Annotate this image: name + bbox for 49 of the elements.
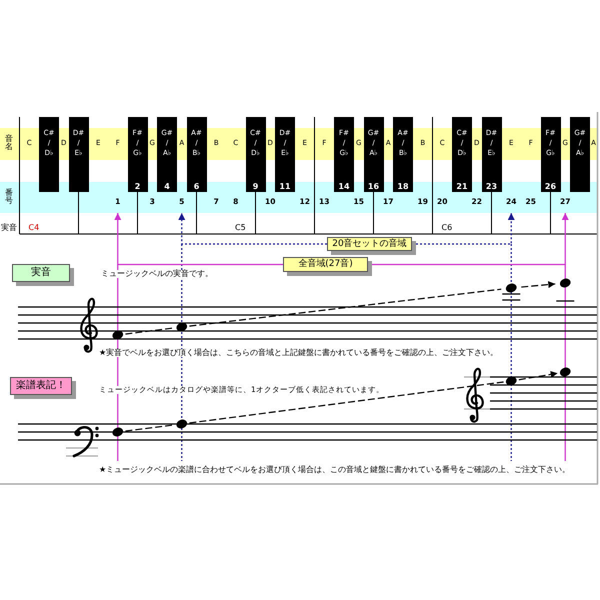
piano-key: [364, 117, 384, 192]
key-number: 4: [164, 183, 170, 191]
octave-label: C6: [442, 224, 452, 232]
connector-arrow: [518, 370, 558, 380]
piano-key: [68, 117, 88, 192]
key-number: 21: [456, 183, 468, 191]
piano-key: [570, 117, 590, 192]
range-label: 全音域(27音): [283, 257, 372, 276]
note-icon: [176, 322, 188, 332]
piano-key: [128, 117, 148, 192]
key-number: 14: [338, 183, 350, 191]
row-header: 音名: [5, 135, 13, 152]
connector-arrow: [521, 281, 556, 288]
key-number: 18: [397, 183, 409, 191]
connector-arrow: [114, 213, 283, 266]
piano-key: [393, 117, 413, 192]
piano-key: [186, 117, 206, 192]
key-number: 16: [368, 183, 380, 191]
piano-key: [246, 117, 266, 192]
connector-arrow: [416, 213, 515, 245]
piano-key: [452, 117, 472, 192]
connector-arrow: [178, 213, 327, 245]
key-number: 2: [134, 183, 140, 191]
note-icon: [112, 330, 124, 340]
piano-key: [482, 117, 502, 192]
key-number: 6: [194, 183, 200, 191]
piano-key: [540, 117, 560, 192]
note-icon: [506, 376, 517, 386]
note-icon: [556, 278, 574, 302]
note-icon: [560, 368, 571, 376]
key-number: 23: [486, 183, 498, 191]
note-icon: [112, 428, 124, 436]
key-number: 9: [252, 183, 258, 191]
octave-label: C4: [28, 224, 40, 232]
range-label: 20音セットの音域: [327, 237, 416, 255]
section-label: 楽譜表記！: [10, 377, 76, 399]
piano-key: [334, 117, 354, 192]
octave-label: C5: [235, 224, 246, 232]
piano-key: [39, 117, 59, 192]
piano-key: [157, 117, 177, 192]
note-icon: [176, 420, 188, 428]
piano-key: [275, 117, 295, 192]
row-header: 番号: [5, 189, 13, 206]
row-header: 実音: [1, 224, 17, 232]
key-number: 11: [279, 183, 291, 191]
section-label: 実音: [12, 264, 74, 286]
key-number: 26: [544, 183, 556, 191]
note-icon: [502, 284, 520, 301]
connector-arrow: [372, 213, 569, 266]
